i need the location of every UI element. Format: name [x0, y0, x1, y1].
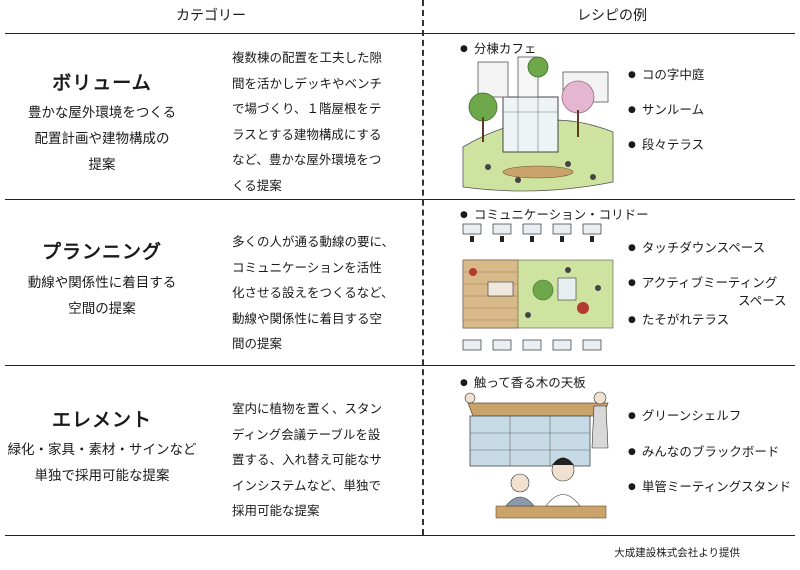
- row1-recipe-1: コの字中庭: [628, 64, 705, 83]
- row2-subtitle-line: 動線や関係性に着目する: [27, 275, 177, 291]
- divider-header: [5, 33, 795, 34]
- row3-subtitle-line: 緑化・家具・素材・サインなど: [7, 442, 197, 458]
- row1-illustration-title: 分棟カフェ: [460, 38, 537, 57]
- row2-subtitle: 動線や関係性に着目する 空間の提案: [2, 270, 202, 322]
- row1-subtitle-line: 提案: [88, 157, 116, 173]
- row1-desc-line: ラスとする建物構成にする: [232, 126, 382, 142]
- row2-desc-line: 多くの人が通る動線の要に、: [232, 234, 395, 249]
- row1-desc-line: 間を活かしデッキやベンチ: [232, 75, 383, 91]
- row3-desc-line: 室内に植物を置く、スタン: [232, 401, 383, 416]
- row1-desc-line: で場づくり、１階屋根をテ: [232, 101, 382, 116]
- row3-subtitle-line: 単独で採用可能な提案: [34, 468, 170, 484]
- communication-corridor-illustration: [462, 223, 614, 351]
- divider-bottom: [5, 535, 795, 536]
- row1-recipe-3: 段々テラス: [628, 134, 704, 153]
- row2-desc-line: 間の提案: [232, 336, 283, 351]
- column-divider: [422, 0, 424, 535]
- row3-recipe-2: みんなのブラックボード: [628, 441, 780, 460]
- row2-recipe-3: たそがれテラス: [628, 309, 729, 328]
- row1-description: 複数棟の配置を工夫した隙 間を活かしデッキやベンチ で場づくり、１階屋根をテ ラ…: [232, 45, 410, 198]
- row3-subtitle: 緑化・家具・素材・サインなど 単独で採用可能な提案: [2, 437, 202, 489]
- divider-row-1: [5, 199, 795, 200]
- row3-desc-line: 採用可能な提案: [232, 503, 320, 518]
- row1-recipe-2: サンルーム: [628, 99, 704, 118]
- row3-desc-line: 置する、入れ替え可能なサ: [232, 452, 383, 467]
- row1-desc-line: 複数棟の配置を工夫した隙: [232, 50, 383, 65]
- row3-illustration-title: 触って香る木の天板: [460, 372, 586, 391]
- divider-row-2: [5, 365, 795, 366]
- row2-desc-line: 化させる設えをつくるなど、: [232, 285, 394, 300]
- row3-title: エレメント: [51, 409, 152, 431]
- row1-desc-line: くる提案: [232, 177, 282, 193]
- row3-desc-line: インシステムなど、単独で: [232, 477, 382, 493]
- header-recipe: レシピの例: [577, 8, 647, 24]
- wooden-tabletop-illustration: [464, 391, 609, 519]
- row3-desc-line: ディング会議テーブルを設: [232, 426, 381, 442]
- credit-text: 大成建設株式会社より提供: [614, 547, 740, 559]
- row3-recipe-1: グリーンシェルフ: [628, 405, 741, 424]
- header-category: カテゴリー: [176, 8, 246, 24]
- row2-recipe-2-cont: スペース: [738, 293, 787, 308]
- row1-subtitle: 豊かな屋外環境をつくる 配置計画や建物構成の 提案: [2, 100, 202, 178]
- row1-subtitle-line: 豊かな屋外環境をつくる: [27, 105, 177, 121]
- row2-subtitle-line: 空間の提案: [68, 301, 136, 317]
- row2-description: 多くの人が通る動線の要に、 コミュニケーションを活性 化させる設えをつくるなど、…: [232, 229, 410, 357]
- row1-subtitle-line: 配置計画や建物構成の: [34, 131, 170, 147]
- cafe-courtyard-illustration: [462, 56, 614, 192]
- row2-recipe-2: アクティブミーティング: [628, 272, 777, 291]
- row2-desc-line: 動線や関係性に着目する空: [232, 310, 383, 326]
- row2-recipe-1: タッチダウンスペース: [628, 237, 765, 256]
- row3-recipe-3: 単管ミーティングスタンド: [628, 476, 791, 495]
- row1-title: ボリューム: [52, 72, 152, 94]
- row2-illustration-title: コミュニケーション・コリドー: [460, 204, 649, 223]
- row1-desc-line: など、豊かな屋外環境をつ: [232, 152, 382, 167]
- row3-description: 室内に植物を置く、スタン ディング会議テーブルを設 置する、入れ替え可能なサ イ…: [232, 396, 410, 524]
- row2-desc-line: コミュニケーションを活性: [232, 259, 382, 275]
- row2-title: プランニング: [41, 241, 162, 263]
